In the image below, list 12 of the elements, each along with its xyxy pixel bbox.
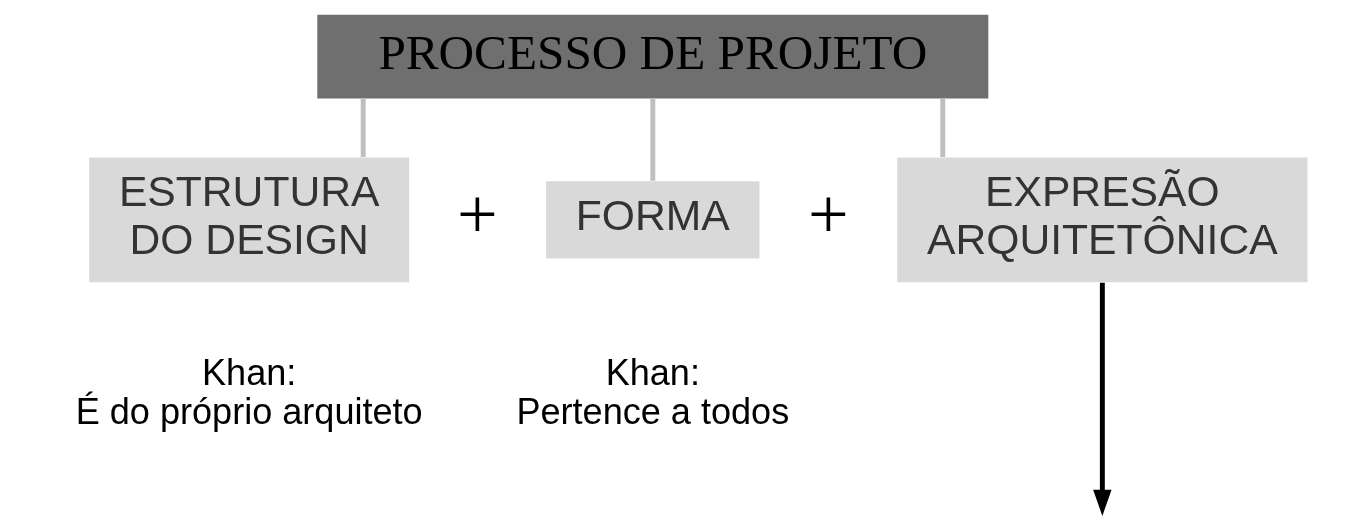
connector <box>939 98 945 157</box>
node-box: PROCESSO DE PROJETO <box>316 14 988 99</box>
label: + <box>456 174 498 255</box>
node-box: EXPRESÃO ARQUITETÔNICA <box>896 157 1307 283</box>
node-label: Khan: É do próprio arquiteto <box>75 351 423 433</box>
node-box: FORMA <box>545 181 759 259</box>
node-label: Khan: Pertence a todos <box>515 351 789 433</box>
connector <box>649 98 655 181</box>
label: + <box>807 174 849 255</box>
arrow <box>1092 282 1112 516</box>
connector <box>360 98 366 157</box>
node-box: ESTRUTURA DO DESIGN <box>88 157 409 283</box>
